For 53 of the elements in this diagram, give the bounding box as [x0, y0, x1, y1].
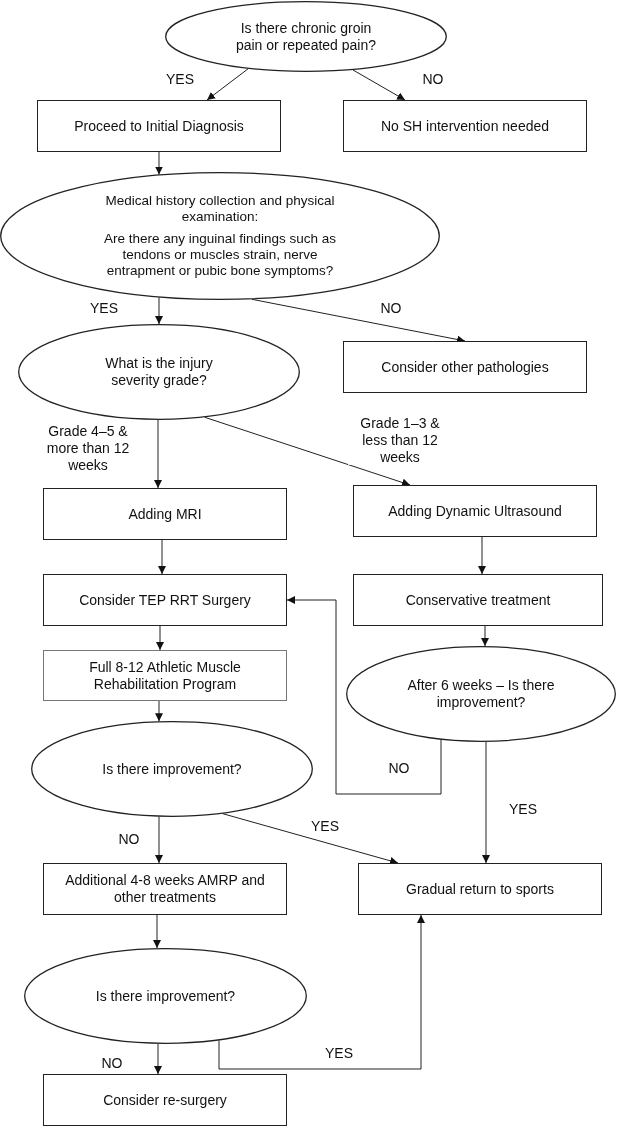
- node-text: Consider TEP RRT Surgery: [79, 591, 251, 609]
- node-text: Are there any inguinal findings such as tendons or muscles strain, nerve entrapment or pubic bone symptoms?: [103, 230, 337, 280]
- arrow: [155, 151, 163, 175]
- process-box: [43, 650, 287, 701]
- node-text: Proceed to Initial Diagnosis: [74, 117, 244, 135]
- process-box: [353, 485, 597, 537]
- process-box: [358, 863, 602, 915]
- process-box: [43, 574, 287, 626]
- node-text: Is there chronic groin pain or repeated pain?: [234, 19, 378, 54]
- node-text: Consider re-surgery: [103, 1091, 227, 1109]
- process-box: [343, 341, 587, 393]
- node-text: Adding MRI: [128, 505, 202, 523]
- arrow: [155, 816, 163, 864]
- arrow: [218, 914, 425, 1070]
- decision-ellipse: [31, 721, 313, 817]
- arrow: [154, 419, 162, 489]
- arrow: [352, 69, 406, 101]
- process-box: [43, 488, 287, 540]
- node-text: What is the injury severity grade?: [104, 355, 214, 389]
- arrow: [155, 297, 163, 325]
- process-box: [37, 100, 281, 152]
- process-box: [353, 574, 603, 626]
- arrow: [478, 536, 486, 575]
- process-box: [343, 100, 587, 152]
- node-text: Consider other pathologies: [381, 358, 549, 376]
- arrow: [482, 741, 490, 864]
- node-text: Additional 4-8 weeks AMRP and other treatments: [64, 872, 266, 906]
- decision-ellipse: [18, 324, 300, 420]
- arrow: [156, 625, 164, 651]
- arrow: [153, 914, 161, 949]
- node-text: Is there improvement?: [102, 760, 242, 778]
- arrow: [481, 625, 489, 647]
- process-box: [43, 1074, 287, 1126]
- node-text: Medical history collection and physical examination:: [104, 192, 336, 225]
- node-text: After 6 weeks – Is there improvement?: [406, 677, 556, 711]
- decision-ellipse: [0, 172, 440, 300]
- decision-ellipse: [24, 948, 307, 1044]
- arrow: [158, 539, 166, 575]
- node-text: No SH intervention needed: [380, 117, 550, 135]
- node-text: Full 8-12 Athletic Muscle Rehabilitation Program: [88, 658, 242, 693]
- decision-ellipse: [165, 1, 447, 72]
- arrow: [155, 700, 163, 722]
- node-text: Conservative treatment: [405, 591, 551, 609]
- process-box: [43, 863, 287, 915]
- arrow: [204, 416, 411, 487]
- decision-ellipse: [346, 646, 616, 742]
- node-text: Adding Dynamic Ultrasound: [388, 502, 562, 520]
- node-text: Gradual return to sports: [406, 880, 554, 898]
- arrow: [206, 68, 249, 101]
- arrow: [154, 1043, 162, 1075]
- node-text: Is there improvement?: [95, 987, 236, 1005]
- arrow: [222, 813, 399, 865]
- arrow: [286, 596, 442, 795]
